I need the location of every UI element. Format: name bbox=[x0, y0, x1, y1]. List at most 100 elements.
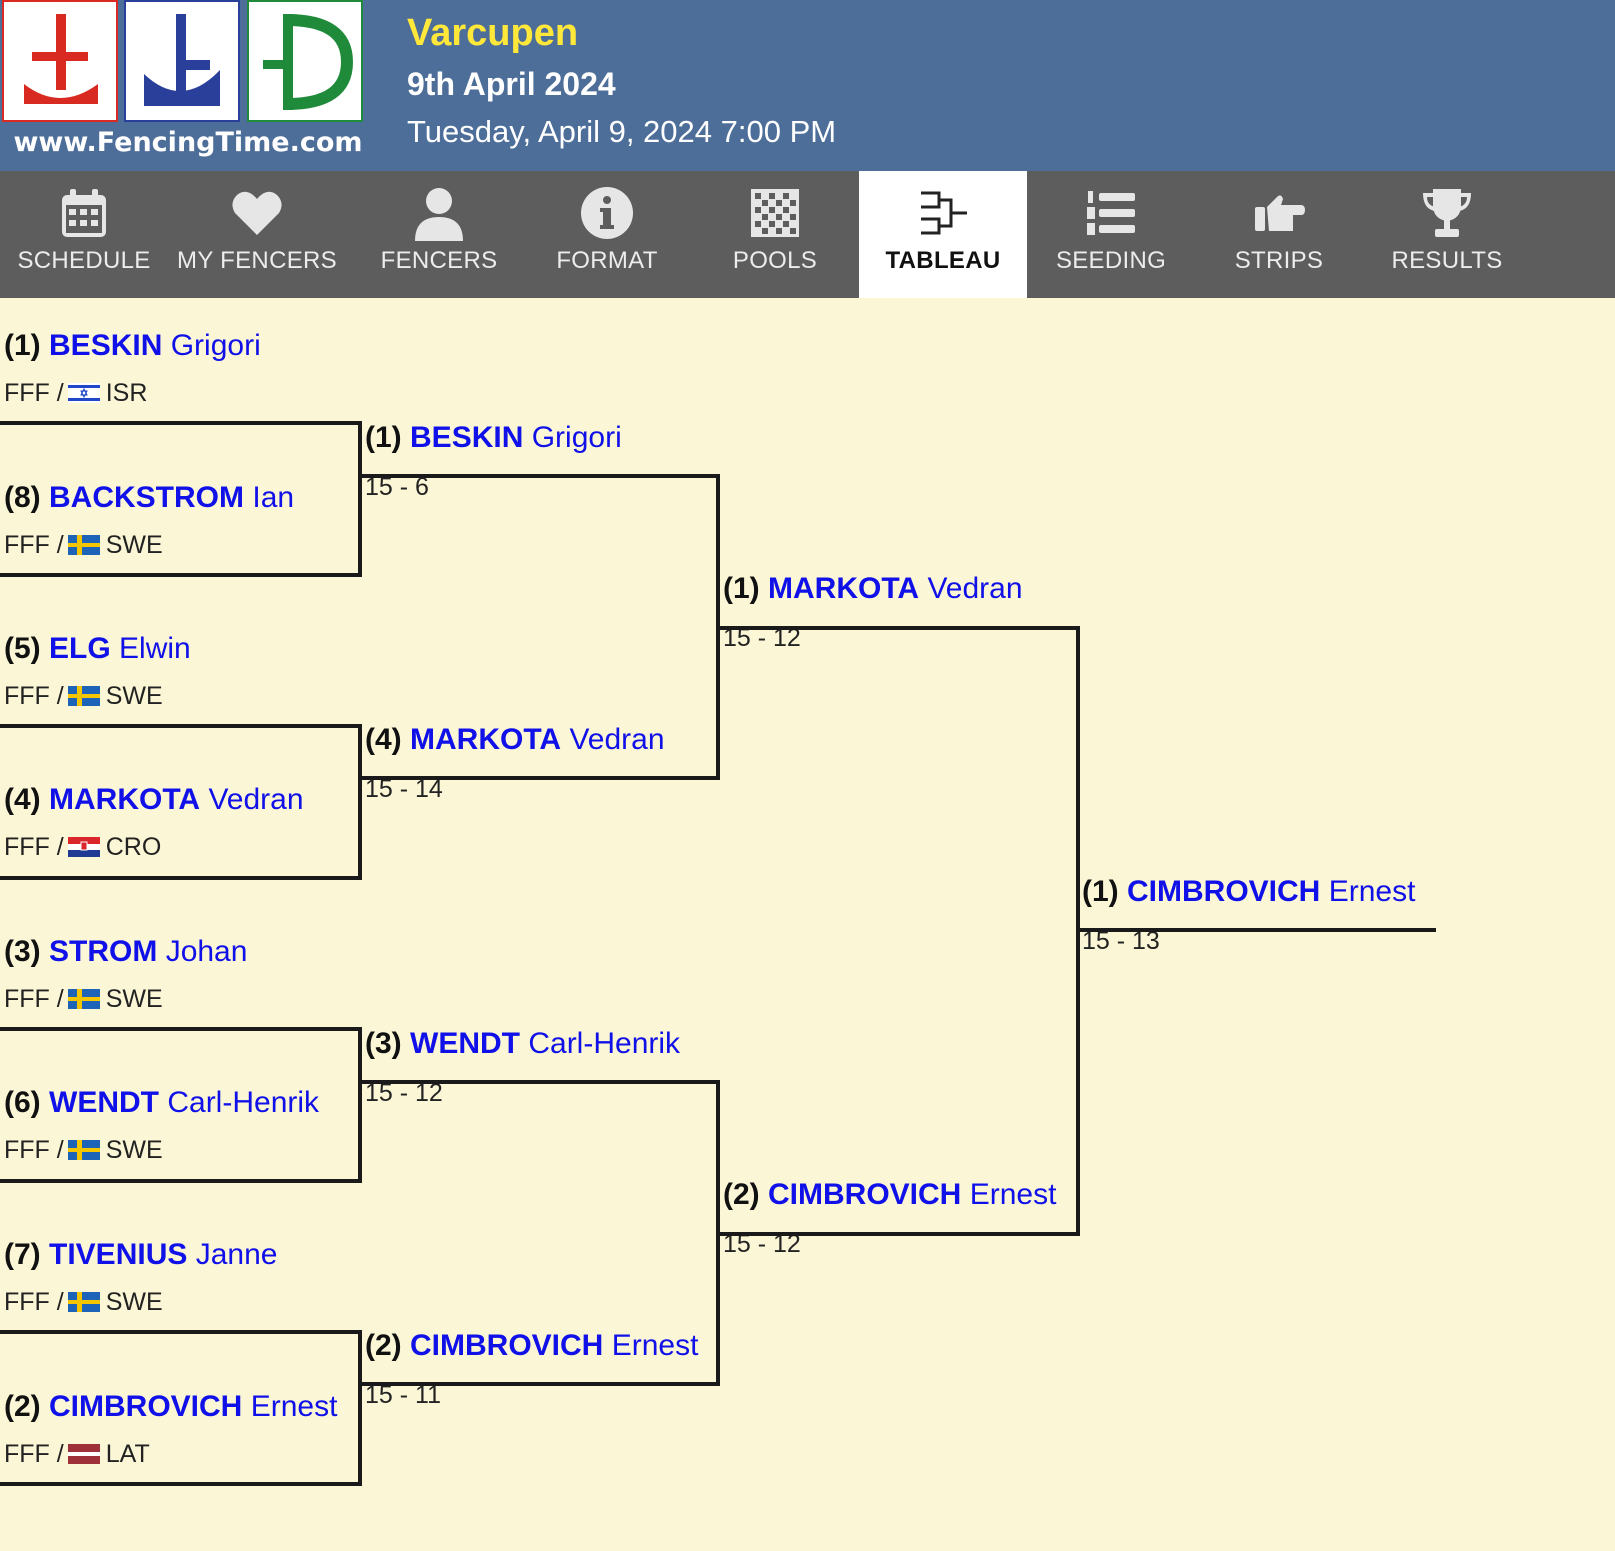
club: FFF / bbox=[4, 682, 64, 710]
fencer-last-name[interactable]: BACKSTROM bbox=[49, 481, 245, 514]
fencer-entry[interactable]: (1) BESKIN Grigori FFF /ISR bbox=[4, 329, 261, 407]
bracket-line bbox=[362, 1382, 720, 1386]
bracket-line bbox=[1076, 626, 1080, 1236]
fencer-first-name: Grigori bbox=[531, 421, 622, 454]
fencer-entry[interactable]: (5) ELG Elwin FFF /SWE bbox=[4, 632, 191, 710]
bracket-line bbox=[716, 474, 720, 780]
bout-winner-entry[interactable]: (1) BESKIN Grigori 15 - 6 bbox=[365, 421, 622, 501]
bracket-line bbox=[1080, 928, 1436, 932]
tab-label: SEEDING bbox=[1055, 247, 1167, 274]
fencer-first-name: Johan bbox=[165, 935, 248, 968]
bracket-line bbox=[716, 1080, 720, 1386]
sweden-flag-icon bbox=[67, 535, 100, 555]
fencer-first-name: Vedran bbox=[208, 783, 304, 816]
tab-label: STRIPS bbox=[1234, 247, 1324, 274]
country: SWE bbox=[105, 682, 163, 710]
bracket-line bbox=[0, 421, 362, 425]
fencer-first-name: Vedran bbox=[569, 723, 665, 756]
fencer-last-name[interactable]: STROM bbox=[49, 935, 158, 968]
tab-my-fencers[interactable]: MY FENCERS bbox=[172, 171, 342, 298]
pointing-hand-icon bbox=[1255, 195, 1305, 231]
tab-schedule[interactable]: SCHEDULE bbox=[0, 171, 168, 298]
fencer-last-name[interactable]: MARKOTA bbox=[410, 723, 562, 756]
club: FFF / bbox=[4, 985, 64, 1013]
tab-fencers[interactable]: FENCERS bbox=[355, 171, 523, 298]
fencer-first-name: Elwin bbox=[119, 632, 191, 665]
bracket-line bbox=[0, 1482, 362, 1486]
tab-label: MY FENCERS bbox=[177, 247, 337, 274]
fencer-entry[interactable]: (6) WENDT Carl-Henrik FFF /SWE bbox=[4, 1086, 320, 1164]
info-icon bbox=[581, 187, 633, 239]
tab-label: FENCERS bbox=[380, 247, 498, 274]
fencer-entry[interactable]: (3) STROM Johan FFF /SWE bbox=[4, 935, 248, 1013]
bracket-line bbox=[720, 626, 1080, 630]
person-icon bbox=[415, 188, 463, 241]
calendar-icon bbox=[62, 189, 106, 237]
bracket-line bbox=[0, 1027, 362, 1031]
fencer-first-name: Ian bbox=[252, 481, 295, 514]
fencer-last-name[interactable]: MARKOTA bbox=[49, 783, 201, 816]
nav-tabs: SCHEDULE MY FENCERS FENCERS FORMAT bbox=[0, 171, 1615, 298]
fencer-first-name: Carl-Henrik bbox=[167, 1086, 320, 1119]
fencer-entry[interactable]: (4) MARKOTA Vedran FFF /CRO bbox=[4, 783, 304, 861]
fencer-last-name[interactable]: MARKOTA bbox=[768, 572, 920, 605]
tab-tableau[interactable]: TABLEAU bbox=[859, 171, 1027, 298]
fencer-last-name[interactable]: CIMBROVICH bbox=[410, 1329, 604, 1362]
fencer-last-name[interactable]: BESKIN bbox=[410, 421, 524, 454]
tab-format[interactable]: FORMAT bbox=[523, 171, 691, 298]
fencer-last-name[interactable]: TIVENIUS bbox=[49, 1238, 188, 1271]
sweden-flag-icon bbox=[67, 989, 100, 1009]
country: LAT bbox=[105, 1440, 150, 1468]
country: CRO bbox=[105, 833, 162, 861]
bracket-line bbox=[358, 1027, 362, 1183]
fencer-entry[interactable]: (8) BACKSTROM Ian FFF /SWE bbox=[4, 481, 295, 559]
bout-winner-entry[interactable]: (3) WENDT Carl-Henrik 15 - 12 bbox=[365, 1027, 681, 1107]
pools-grid-icon bbox=[751, 189, 799, 237]
heart-icon bbox=[232, 191, 282, 235]
club: FFF / bbox=[4, 1288, 64, 1316]
fencer-first-name: Janne bbox=[195, 1238, 278, 1271]
tab-pools[interactable]: POOLS bbox=[691, 171, 859, 298]
sabre-icon bbox=[124, 0, 240, 122]
fencer-first-name: Carl-Henrik bbox=[528, 1027, 681, 1060]
bout-winner-entry[interactable]: (2) CIMBROVICH Ernest 15 - 11 bbox=[365, 1329, 699, 1409]
croatia-flag-icon bbox=[67, 837, 100, 857]
sweden-flag-icon bbox=[67, 686, 100, 706]
bout-winner-entry[interactable]: (4) MARKOTA Vedran 15 - 14 bbox=[365, 723, 665, 803]
tableau-bracket: (1) BESKIN Grigori FFF /ISR (8) BACKSTRO… bbox=[0, 298, 1615, 1551]
tab-seeding[interactable]: SEEDING bbox=[1027, 171, 1195, 298]
fencer-last-name[interactable]: WENDT bbox=[49, 1086, 159, 1119]
country: SWE bbox=[105, 1288, 163, 1316]
fencer-last-name[interactable]: CIMBROVICH bbox=[1127, 875, 1321, 908]
epee-icon bbox=[247, 0, 363, 122]
country: SWE bbox=[105, 1136, 163, 1164]
fencer-entry[interactable]: (2) CIMBROVICH Ernest FFF /LAT bbox=[4, 1390, 338, 1468]
tab-label: FORMAT bbox=[556, 247, 658, 274]
latvia-flag-icon bbox=[67, 1444, 100, 1464]
fencingtime-logo[interactable]: www.FencingTime.com bbox=[0, 0, 376, 167]
fencer-first-name: Grigori bbox=[170, 329, 261, 362]
fencer-last-name[interactable]: CIMBROVICH bbox=[49, 1390, 243, 1423]
fencer-entry[interactable]: (7) TIVENIUS Janne FFF /SWE bbox=[4, 1238, 278, 1316]
club: FFF / bbox=[4, 1440, 64, 1468]
tab-results[interactable]: RESULTS bbox=[1363, 171, 1531, 298]
sweden-flag-icon bbox=[67, 1292, 100, 1312]
fencer-first-name: Ernest bbox=[611, 1329, 699, 1362]
bout-winner-entry[interactable]: (1) CIMBROVICH Ernest 15 - 13 bbox=[1082, 875, 1416, 955]
club: FFF / bbox=[4, 531, 64, 559]
fencer-last-name[interactable]: CIMBROVICH bbox=[768, 1178, 962, 1211]
bracket-line bbox=[0, 724, 362, 728]
bracket-line bbox=[0, 1330, 362, 1334]
numbered-list-icon bbox=[1087, 191, 1135, 235]
bracket-line bbox=[0, 573, 362, 577]
bracket-icon bbox=[921, 191, 967, 235]
bout-winner-entry[interactable]: (1) MARKOTA Vedran 15 - 12 bbox=[723, 572, 1023, 652]
tab-strips[interactable]: STRIPS bbox=[1195, 171, 1363, 298]
logo-url-text: www.FencingTime.com bbox=[13, 127, 363, 158]
fencer-last-name[interactable]: ELG bbox=[49, 632, 111, 665]
fencer-last-name[interactable]: WENDT bbox=[410, 1027, 520, 1060]
event-datetime: Tuesday, April 9, 2024 7:00 PM bbox=[407, 114, 837, 149]
bout-winner-entry[interactable]: (2) CIMBROVICH Ernest 15 - 12 bbox=[723, 1178, 1057, 1258]
trophy-icon bbox=[1423, 189, 1471, 237]
fencer-last-name[interactable]: BESKIN bbox=[49, 329, 163, 362]
